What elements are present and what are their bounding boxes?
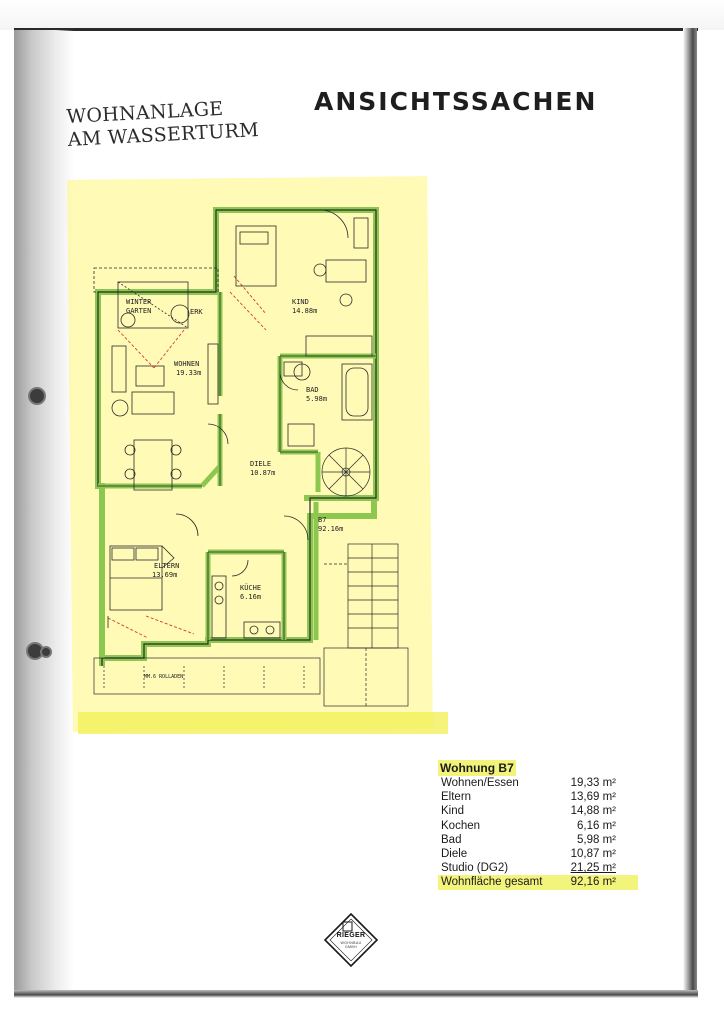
area-label: Kind [441, 805, 465, 818]
kid-room-furniture [235, 209, 373, 357]
area-value: 5,98 m² [577, 833, 616, 846]
room-label-wohnen: WOHNEN [174, 360, 199, 368]
room-label-eltern: ELTERN [154, 562, 179, 570]
room-label-kind: KIND [292, 298, 309, 306]
area-label: Eltern [441, 791, 472, 804]
erk-note: ERK [190, 308, 203, 316]
apartment-name: Wohnung B7 [438, 760, 516, 776]
room-area-wohnen: 19.33m [176, 369, 201, 377]
page-edge-right [683, 28, 697, 996]
binder-hole [40, 646, 52, 658]
area-row: Bad 5,98 m² [438, 833, 638, 847]
living-furniture [111, 343, 219, 491]
company-logo [323, 912, 379, 968]
area-row: Eltern 13,69 m² [438, 790, 638, 804]
area-value: 10,87 m² [570, 847, 616, 860]
area-table: Wohnung B7 Wohnen/Essen 19,33 m² Eltern … [438, 760, 638, 890]
room-area-kind: 14.88m [292, 307, 317, 315]
area-total-row: Wohnfläche gesamt 92,16 m² [438, 875, 638, 890]
area-label: Studio (DG2) [441, 862, 509, 875]
area-label: Wohnen/Essen [441, 777, 519, 789]
room-label-kueche: KÜCHE [240, 583, 261, 592]
area-value: 13,69 m² [570, 791, 616, 804]
highlighter-mark [78, 712, 448, 734]
outer-walls [95, 207, 379, 666]
area-total-value: 92,16 m² [570, 876, 616, 889]
area-label: Bad [441, 833, 462, 846]
area-row: Kind 14,88 m² [438, 804, 638, 818]
area-total-label: Wohnfläche gesamt [441, 876, 543, 889]
area-value: 21,25 m² [570, 862, 616, 875]
room-area-bad: 5.98m [306, 395, 327, 403]
area-row: Diele 10,87 m² [438, 847, 638, 861]
section-heading: ANSICHTSSACHEN [314, 87, 598, 116]
bottom-balcony [93, 657, 321, 695]
door-arcs [175, 371, 309, 577]
rolladen-note: MM.6 ROLLADEN [144, 674, 183, 680]
kitchen-furniture [211, 575, 281, 639]
area-value: 6,16 m² [577, 819, 616, 832]
room-area-b7: 92.16m [318, 525, 343, 533]
spiral-stair [321, 447, 371, 497]
area-label: Diele [441, 847, 468, 860]
area-row: Studio (DG2) 21,25 m² [438, 861, 638, 875]
wall-outline-black [97, 209, 377, 666]
floor-plan: WINTER GARTEN ERK WOHNEN 19.33m KIND 14.… [93, 207, 409, 707]
page-edge-bottom [14, 990, 698, 998]
winter-garden [93, 267, 219, 329]
binder-hole [28, 387, 46, 405]
interior-walls-ink [98, 292, 376, 640]
logo-wordmark: RIEGER [336, 932, 366, 939]
room-area-diele: 10.87m [250, 469, 275, 477]
interior-walls [98, 292, 376, 658]
wall-outline-green [95, 207, 379, 666]
area-value: 14,88 m² [570, 805, 616, 818]
room-area-eltern: 13.69m [152, 571, 177, 579]
area-label: Kochen [441, 819, 481, 832]
main-staircase [323, 543, 409, 707]
room-label-wintergarden-2: GARTEN [126, 307, 151, 315]
area-row: Kochen 6,16 m² [438, 819, 638, 833]
area-value: 19,33 m² [570, 777, 616, 789]
parents-room-furniture [107, 545, 175, 628]
scanner-background [0, 0, 724, 30]
bathroom-furniture [283, 361, 373, 447]
area-row: Wohnen/Essen 19,33 m² [438, 776, 638, 790]
room-label-bad: BAD [306, 386, 319, 394]
logo-subtitle: WOHNBAU GMBH [340, 941, 362, 949]
page-fold-shadow [14, 30, 74, 996]
room-label-wintergarden: WINTER [126, 298, 152, 306]
room-label-diele: DIELE [250, 460, 271, 468]
room-label-b7: B7 [318, 516, 326, 524]
room-area-kueche: 6.16m [240, 593, 261, 601]
door-swings-red [107, 275, 267, 639]
